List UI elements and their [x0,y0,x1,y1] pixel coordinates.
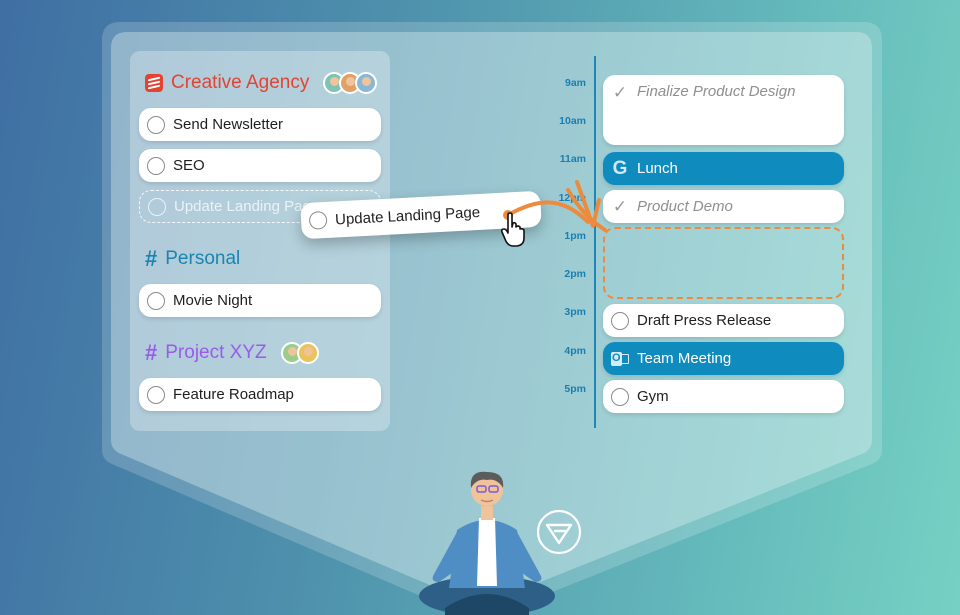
task-checkbox[interactable] [147,156,165,175]
avatar [355,72,378,94]
member-avatars [323,72,378,94]
outlook-icon [611,350,629,368]
todoist-icon [145,74,163,92]
task-label: Feature Roadmap [173,386,294,403]
time-label-11am: 11am [559,153,586,165]
avatar [296,342,319,364]
task-checkbox [148,197,166,216]
time-label-2pm: 2pm [564,268,586,280]
task-feature-roadmap[interactable]: Feature Roadmap [139,378,381,411]
checkmark-icon: ✓ [612,196,628,216]
google-icon: G [612,157,628,179]
project-header-creative-agency[interactable]: Creative Agency [145,72,378,94]
task-label: Movie Night [173,292,253,309]
hand-pointer-icon [500,212,525,247]
event-gym[interactable]: Gym [603,380,844,413]
drop-target-slot[interactable] [603,227,844,299]
hash-icon: # [145,246,158,271]
event-product-demo[interactable]: ✓ Product Demo [603,190,844,223]
time-label-5pm: 5pm [564,383,586,395]
event-label: Finalize Product Design [637,83,796,100]
brand-logo-icon [536,509,582,555]
event-label: Gym [637,388,669,405]
meditating-person-illustration [419,471,555,615]
event-label: Team Meeting [637,350,732,367]
task-label: Update Landing Page [174,198,320,215]
event-lunch[interactable]: G Lunch [603,152,844,185]
task-send-newsletter[interactable]: Send Newsletter [139,108,381,141]
project-header-personal[interactable]: # Personal [145,248,240,270]
project-header-project-xyz[interactable]: # Project XYZ [145,342,319,364]
project-name: Creative Agency [171,72,310,93]
time-label-3pm: 3pm [564,306,586,318]
task-label: Send Newsletter [173,116,284,133]
time-label-1pm: 1pm [564,230,586,242]
task-checkbox[interactable] [147,115,165,134]
task-movie-night[interactable]: Movie Night [139,284,381,317]
task-checkbox [308,210,328,230]
time-label-4pm: 4pm [564,345,586,357]
task-checkbox[interactable] [611,387,629,406]
checkmark-icon: ✓ [612,83,628,102]
event-label: Lunch [637,160,678,177]
member-avatars [280,342,319,364]
event-team-meeting[interactable]: Team Meeting [603,342,844,375]
task-checkbox[interactable] [147,291,165,310]
task-checkbox[interactable] [147,385,165,404]
event-draft-press-release[interactable]: Draft Press Release [603,304,844,337]
event-label: Product Demo [637,198,733,215]
hash-icon: # [145,340,158,365]
event-finalize-product-design[interactable]: ✓ Finalize Product Design [603,75,844,145]
timeline-axis [594,56,596,428]
event-label: Draft Press Release [637,312,772,329]
time-label-9am: 9am [564,77,586,89]
time-label-10am: 10am [559,115,586,127]
project-name: Project XYZ [165,342,267,363]
task-label: SEO [173,157,205,174]
task-seo[interactable]: SEO [139,149,381,182]
task-label: Update Landing Page [334,203,481,228]
task-checkbox[interactable] [611,311,629,330]
project-name: Personal [165,248,241,269]
